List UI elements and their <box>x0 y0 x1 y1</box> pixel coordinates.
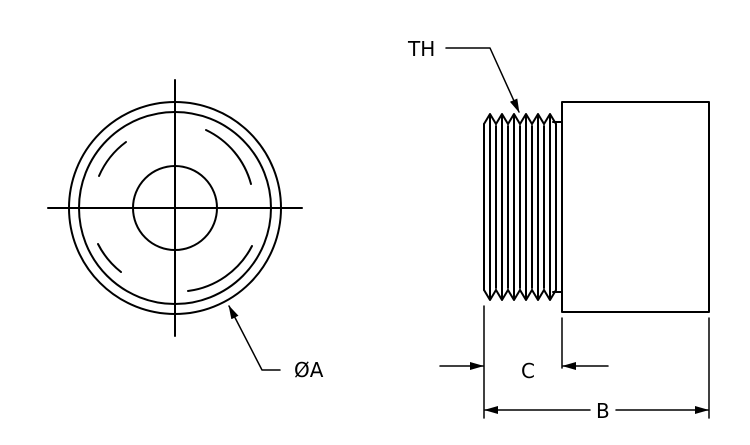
diameter-leader <box>228 305 281 371</box>
diameter-label: ØA <box>294 358 324 382</box>
thread-root-arc-left <box>98 141 127 177</box>
b-label: B <box>596 399 610 423</box>
thread-profile <box>483 113 557 301</box>
thread-crest-bottom <box>483 289 497 301</box>
b-dimension: B <box>484 317 710 423</box>
body-rectangle <box>561 101 710 313</box>
thread-crest-bottom <box>543 289 557 301</box>
thread-callout: TH <box>407 37 520 113</box>
c-dimension: C <box>439 305 609 419</box>
thread-crest-top <box>507 113 521 125</box>
thread-crest-bottom <box>519 289 533 301</box>
thread-crest-top <box>495 113 509 125</box>
end-view <box>47 79 303 337</box>
thread-crest-bottom <box>507 289 521 301</box>
thread-crest-bottom <box>495 289 509 301</box>
thread-leader <box>445 47 520 113</box>
thread-root-arc-lower <box>187 245 253 292</box>
thread-crest-bottom <box>531 289 545 301</box>
c-label: C <box>521 359 535 383</box>
side-view <box>483 101 710 313</box>
thread-crest-top <box>483 113 497 125</box>
diameter-callout: ØA <box>228 305 324 382</box>
thread-root-arc-lower-left <box>97 243 122 273</box>
thread-crest-top <box>543 113 557 125</box>
thread-crest-top <box>519 113 533 125</box>
thread-label: TH <box>407 37 435 61</box>
thread-root-arc-upper <box>205 129 252 185</box>
thread-crest-top <box>531 113 545 125</box>
